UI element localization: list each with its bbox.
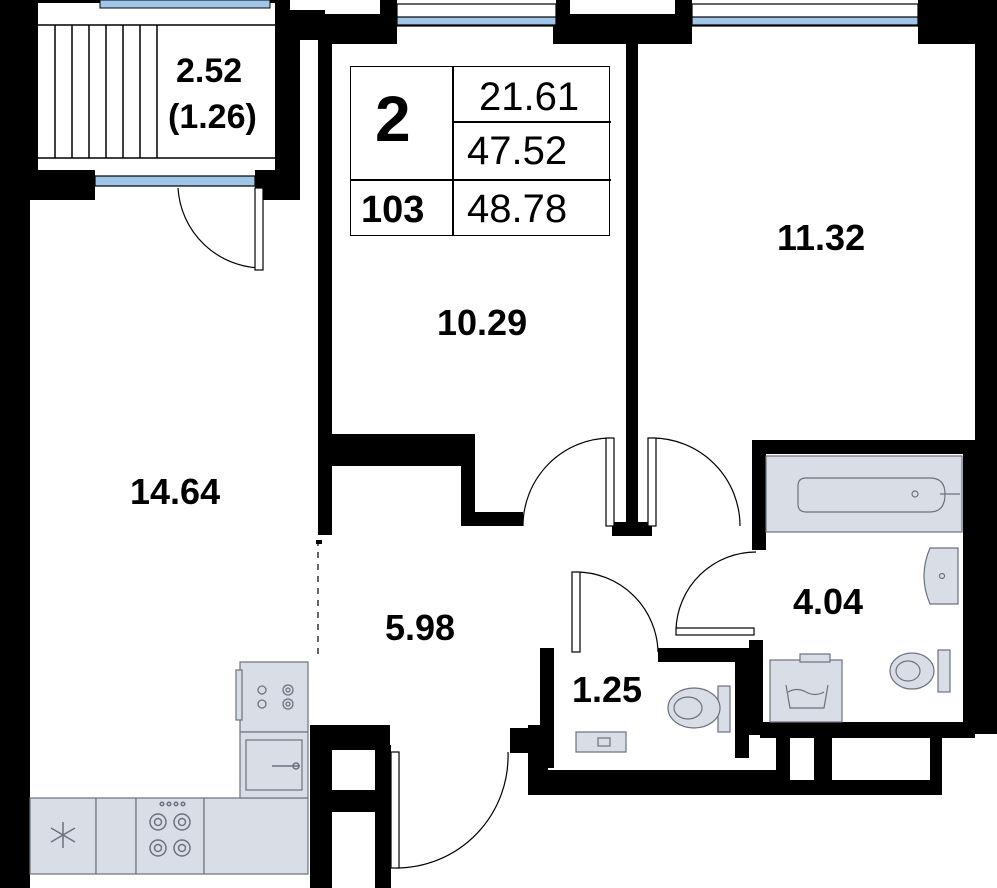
- stove: [135, 797, 205, 875]
- snowflake-icon: [50, 822, 76, 848]
- cooktop-icon: [257, 684, 294, 710]
- balcony-reduced-area: (1.26): [168, 98, 257, 136]
- bathtub-icon: [765, 455, 963, 533]
- kitchen-sink: [239, 731, 309, 799]
- hallway-area: 5.98: [385, 607, 456, 648]
- apartment-summary: 2 103 21.61 47.52 48.78: [350, 66, 611, 236]
- balcony-window: [99, 0, 271, 9]
- toilet-area: 1.25: [572, 669, 643, 710]
- summary-divider: [351, 179, 611, 181]
- bedroom-1-area: 10.29: [437, 302, 528, 343]
- apartment-number: 103: [361, 189, 425, 231]
- summary-divider: [452, 121, 611, 123]
- balcony: [38, 0, 275, 170]
- total-area: 47.52: [467, 129, 568, 173]
- summary-divider: [452, 67, 454, 235]
- doors: [177, 187, 757, 869]
- kitchen-living-area: 14.64: [130, 471, 221, 512]
- kitchen: [29, 661, 309, 875]
- washbasin-icon: [575, 731, 627, 753]
- balcony-railing: [38, 24, 275, 159]
- toilet-icon: [667, 685, 731, 733]
- stove-burner-icon: [149, 801, 191, 857]
- room-count: 2: [375, 83, 411, 155]
- bathroom-area: 4.04: [793, 581, 864, 622]
- washing-machine-icon: [769, 653, 843, 723]
- area-with-balcony: 48.78: [467, 187, 568, 231]
- windows: [94, 3, 919, 187]
- sink-icon: [272, 762, 300, 770]
- living-area: 21.61: [479, 75, 580, 119]
- balcony-area: 2.52: [176, 52, 243, 90]
- bedroom-2-area: 11.32: [777, 217, 866, 258]
- washbasin-icon: [923, 547, 959, 605]
- toilet-icon: [889, 649, 951, 693]
